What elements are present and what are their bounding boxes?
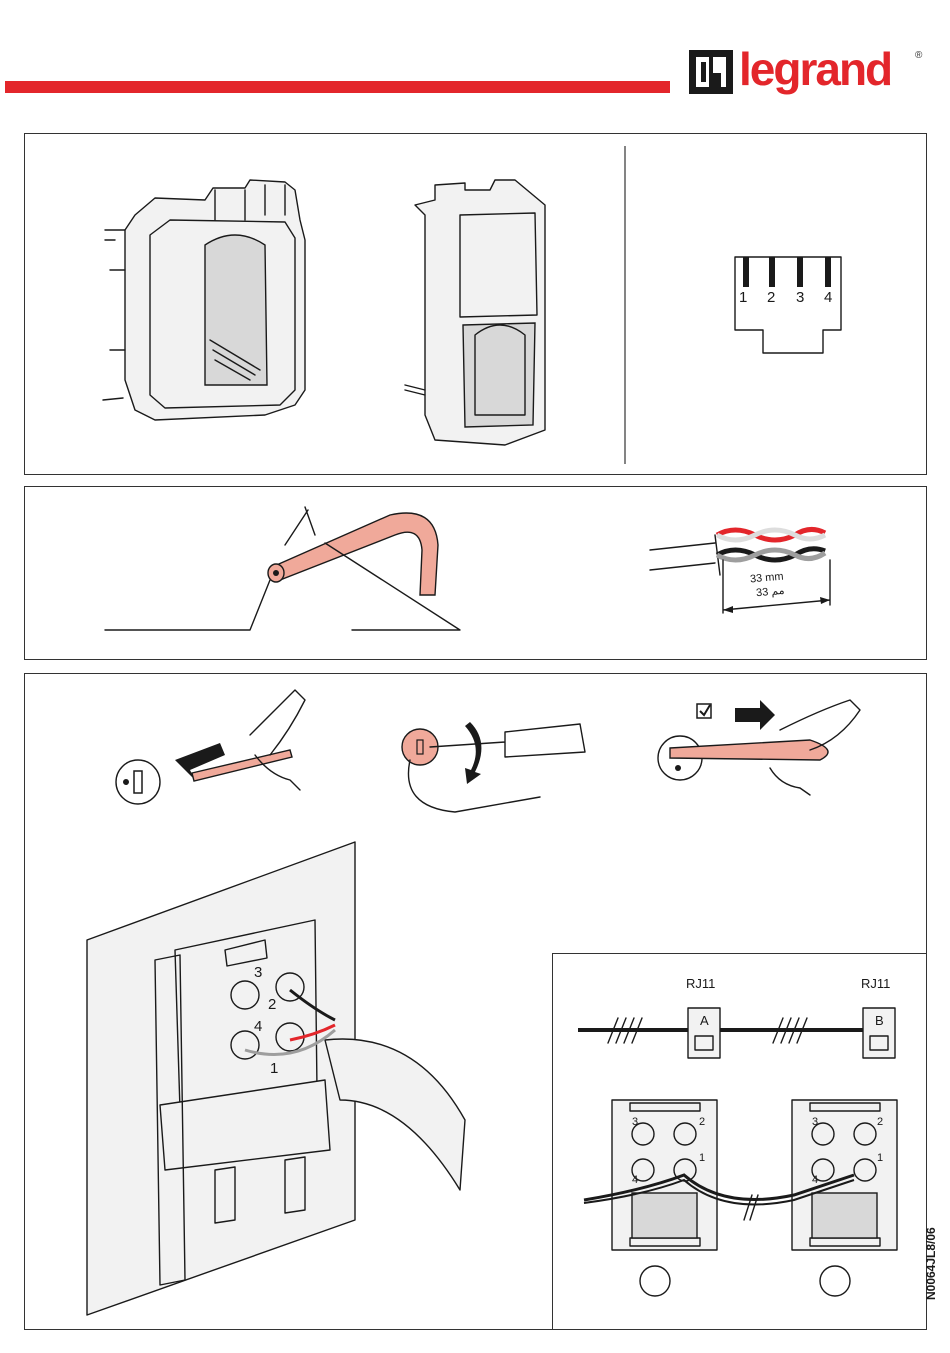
pin-label-4: 4 xyxy=(824,289,832,306)
pin-label-2: 2 xyxy=(767,289,775,306)
header-red-bar xyxy=(5,81,670,93)
jack-letter-a: A xyxy=(700,1013,709,1028)
pin-2-contact xyxy=(769,257,775,287)
mini-terminal-b-2: 2 xyxy=(877,1116,883,1128)
rotate-arrow-icon xyxy=(465,722,481,784)
terminal-label-1: 1 xyxy=(270,1060,278,1077)
rj11-label-b: RJ11 xyxy=(861,976,890,991)
module-side-illustration xyxy=(405,175,565,445)
terminal-label-4: 4 xyxy=(254,1018,262,1035)
rj11-connector-diagram xyxy=(733,255,853,355)
pin-4-contact xyxy=(825,257,831,287)
pin-1-contact xyxy=(743,257,749,287)
terminal-label-2: 2 xyxy=(268,996,276,1013)
mini-terminal-a-1: 1 xyxy=(699,1152,705,1164)
mini-terminal-b-3: 3 xyxy=(812,1116,818,1128)
legrand-logo-icon xyxy=(687,48,735,96)
document-code: N0064JL8/06 xyxy=(924,1227,938,1300)
legrand-logo: legrand ® xyxy=(687,40,927,116)
step-pull-wire xyxy=(650,690,870,800)
registered-mark: ® xyxy=(915,50,922,61)
jack-letter-b: B xyxy=(875,1013,884,1028)
cable-sheath-illustration xyxy=(100,505,470,635)
wall-module-wiring-illustration xyxy=(85,840,465,1320)
pin-label-1: 1 xyxy=(739,289,747,306)
module-front-illustration xyxy=(95,170,325,460)
panel1-divider xyxy=(623,146,627,464)
step-insert-wire xyxy=(110,685,310,800)
terminal-label-3: 3 xyxy=(254,964,262,981)
line-schema xyxy=(578,998,908,1068)
strip-length-arabic-label: 33 مم xyxy=(755,584,785,599)
arrow-right-icon xyxy=(735,700,775,730)
pin-label-3: 3 xyxy=(796,289,804,306)
mini-terminal-b-1: 1 xyxy=(877,1152,883,1164)
step-screwdriver-release xyxy=(395,712,595,822)
rj11-label-a: RJ11 xyxy=(686,976,715,991)
mini-terminal-a-4: 4 xyxy=(632,1174,638,1186)
brand-name: legrand xyxy=(739,40,891,98)
mini-terminal-a-3: 3 xyxy=(632,1116,638,1128)
mini-terminal-b-4: 4 xyxy=(812,1174,818,1186)
stripped-wires-illustration xyxy=(645,505,845,615)
pin-3-contact xyxy=(797,257,803,287)
mini-terminal-a-2: 2 xyxy=(699,1116,705,1128)
